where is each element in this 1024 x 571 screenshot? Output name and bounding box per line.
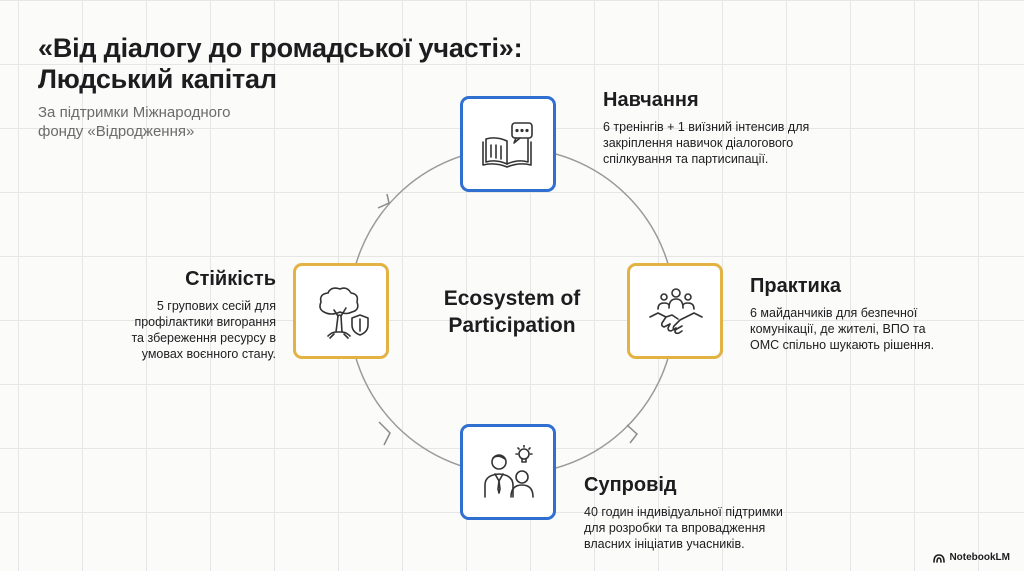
block-training-line-1: 6 тренінгів + 1 виїзний інтенсив для xyxy=(603,120,810,134)
block-resilience: Стійкість 5 групових сесій для профілакт… xyxy=(76,268,276,362)
open-book-chat-icon xyxy=(482,122,533,168)
block-resilience-line-4: умовах воєнного стану. xyxy=(141,347,276,361)
block-training-line-3: спілкування та партисипації. xyxy=(603,152,769,166)
block-support-title: Супровід xyxy=(584,474,677,496)
block-training-text: 6 тренінгів + 1 виїзний інтенсив для зак… xyxy=(603,119,903,167)
block-resilience-line-2: профілактики вигорання xyxy=(134,315,276,329)
block-practice-title: Практика xyxy=(750,275,841,297)
page-subtitle: За підтримки Міжнародного фонду «Відродж… xyxy=(38,103,308,141)
block-support: Супровід 40 годин індивідуальної підтрим… xyxy=(584,474,864,552)
block-support-line-3: власних ініціатив учасників. xyxy=(584,537,745,551)
brand-watermark: NotebookLM xyxy=(933,552,1010,563)
page-title: «Від діалогу до громадської участі»: Люд… xyxy=(38,33,598,95)
block-training: Навчання 6 тренінгів + 1 виїзний інтенси… xyxy=(603,89,903,167)
cycle-arrow-right xyxy=(626,424,639,444)
block-practice-line-2: комунікації, де жителі, ВПО та xyxy=(750,322,926,336)
subtitle-line-1: За підтримки Міжнародного xyxy=(38,104,231,121)
node-support xyxy=(460,424,556,520)
node-resilience xyxy=(293,263,389,359)
block-resilience-line-1: 5 групових сесій для xyxy=(156,299,276,313)
block-resilience-line-3: та збереження ресурсу в xyxy=(131,331,276,345)
block-training-title: Навчання xyxy=(603,89,699,111)
block-training-line-2: закріплення навичок діалогового xyxy=(603,136,794,150)
subtitle-line-2: фонду «Відродження» xyxy=(38,123,195,140)
block-practice-line-1: 6 майданчиків для безпечної xyxy=(750,306,918,320)
notebooklm-logo-icon xyxy=(933,553,946,563)
tree-shield-icon xyxy=(319,287,369,339)
block-support-line-2: для розробки та впровадження xyxy=(584,521,766,535)
title-line-1: «Від діалогу до громадської участі»: xyxy=(38,33,523,63)
block-resilience-title: Стійкість xyxy=(185,268,276,290)
block-practice-line-3: ОМС спільно шукають рішення. xyxy=(750,338,935,352)
handshake-group-icon xyxy=(649,288,703,335)
center-line-2: Participation xyxy=(448,314,576,337)
mentor-lightbulb-icon xyxy=(484,445,534,498)
block-support-line-1: 40 годин індивідуальної підтримки xyxy=(584,505,783,519)
center-line-1: Ecosystem of xyxy=(443,287,581,310)
block-resilience-text: 5 групових сесій для профілактики вигора… xyxy=(76,298,276,362)
node-training xyxy=(460,96,556,192)
cycle-arrow-lower-left xyxy=(378,421,391,446)
cycle-arrow-upper-left xyxy=(377,193,390,209)
title-line-2: Людський капітал xyxy=(38,64,277,94)
block-support-text: 40 годин індивідуальної підтримки для ро… xyxy=(584,504,864,552)
block-practice: Практика 6 майданчиків для безпечної ком… xyxy=(750,275,1010,353)
brand-label: NotebookLM xyxy=(949,552,1010,563)
center-label: Ecosystem of Participation xyxy=(412,285,612,339)
node-practice xyxy=(627,263,723,359)
block-practice-text: 6 майданчиків для безпечної комунікації,… xyxy=(750,305,1010,353)
